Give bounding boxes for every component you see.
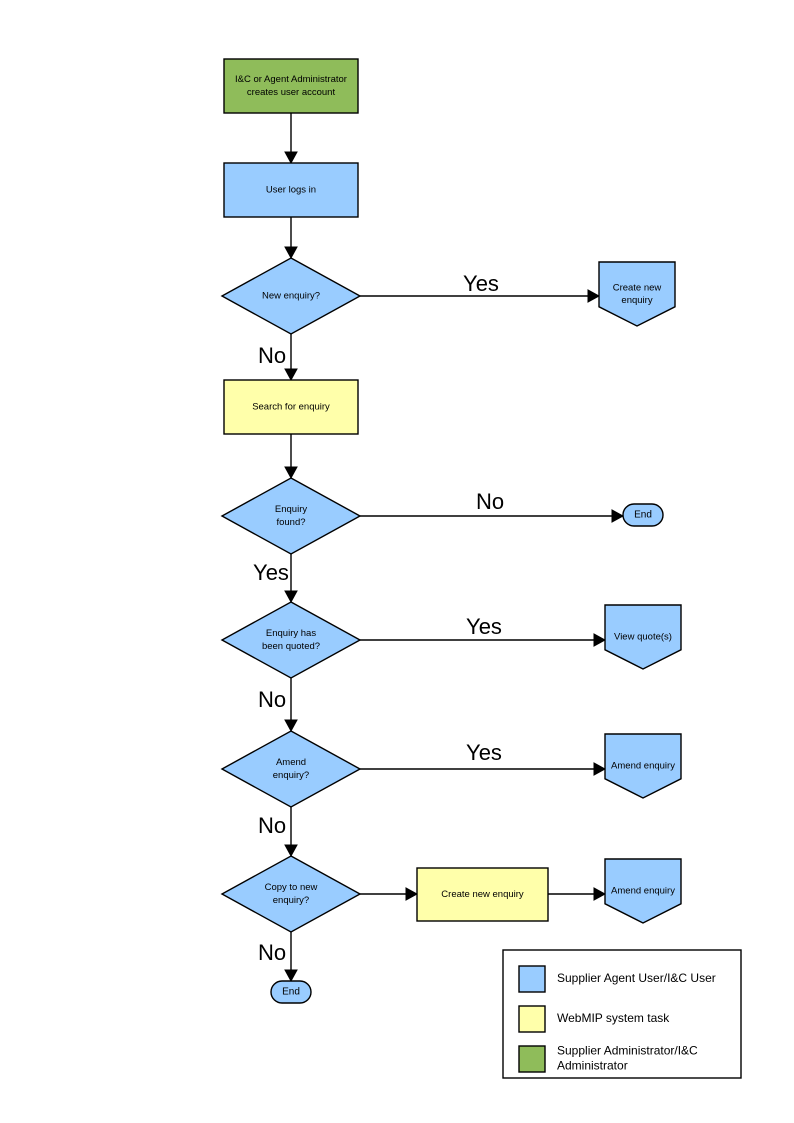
edge-label-label-newenquiry-yes: Yes bbox=[463, 271, 499, 296]
shape-rect bbox=[416, 867, 549, 922]
shape-diamond bbox=[220, 257, 362, 335]
connector-e-create-to-amend bbox=[548, 887, 607, 901]
shape-pentagon bbox=[604, 604, 682, 670]
node-create-new-enquiry-manual[interactable]: Create new enquiry bbox=[598, 261, 676, 327]
node-label-line: Enquiry has bbox=[266, 628, 316, 639]
node-label-line: been quoted? bbox=[262, 641, 320, 652]
connector-e-found-yes bbox=[284, 554, 298, 604]
shape-diamond bbox=[220, 601, 362, 679]
connector-e-newenquiry-yes bbox=[360, 289, 601, 303]
connector-e-search-to-found bbox=[284, 434, 298, 480]
legend-label: Administrator bbox=[557, 1059, 628, 1073]
shape-diamond bbox=[220, 730, 362, 808]
node-label-line: I&C or Agent Administrator bbox=[235, 74, 347, 85]
shape-rect bbox=[223, 379, 359, 435]
node-label-line: Copy to new bbox=[265, 882, 318, 893]
node-label-line: End bbox=[282, 987, 300, 998]
shape-terminator bbox=[622, 503, 664, 527]
node-enquiry-found-decision[interactable]: Enquiry found? bbox=[220, 477, 362, 555]
edge-label-label-copy-no: No bbox=[258, 940, 286, 965]
shape-pentagon bbox=[604, 858, 682, 924]
node-enquiry-quoted-decision[interactable]: Enquiry has been quoted? bbox=[220, 601, 362, 679]
shape-terminator bbox=[270, 980, 312, 1004]
node-new-enquiry-decision[interactable]: New enquiry? bbox=[220, 257, 362, 335]
node-label-line: User logs in bbox=[266, 185, 316, 196]
shape-rect bbox=[223, 162, 359, 218]
legend-label: Supplier Agent User/I&C User bbox=[557, 971, 716, 985]
connector-e-amend-yes bbox=[360, 762, 607, 776]
shape-diamond bbox=[220, 477, 362, 555]
node-label-line: New enquiry? bbox=[262, 291, 320, 302]
shape-rect bbox=[223, 58, 359, 114]
connector-e-copy-to-create bbox=[360, 887, 419, 901]
shape-diamond bbox=[220, 855, 362, 933]
connector-e-quoted-yes bbox=[360, 633, 607, 647]
edge-label-label-amend-yes: Yes bbox=[466, 740, 502, 765]
node-amend-enquiry-decision[interactable]: Amend enquiry? bbox=[220, 730, 362, 808]
connector-e-quoted-no bbox=[284, 678, 298, 733]
legend-swatch bbox=[518, 1045, 546, 1073]
node-label-line: Enquiry bbox=[275, 504, 307, 515]
nodes-layer: I&C or Agent Administrator creates user a… bbox=[220, 58, 682, 1004]
edge-label-label-found-yes: Yes bbox=[253, 560, 289, 585]
connector-e-amend-no bbox=[284, 807, 298, 858]
legend-swatch bbox=[518, 1005, 546, 1033]
node-label-line: enquiry bbox=[621, 295, 652, 306]
edges-layer bbox=[284, 113, 625, 983]
edge-label-label-quoted-yes: Yes bbox=[466, 614, 502, 639]
node-label-line: Amend enquiry bbox=[611, 886, 675, 897]
connector-e-copy-no-to-end bbox=[284, 932, 298, 983]
node-label-line: End bbox=[634, 510, 652, 521]
node-amend-enquiry-manual-1[interactable]: Amend enquiry bbox=[604, 733, 682, 799]
connector-e-login-to-newenquiry bbox=[284, 217, 298, 260]
node-label-line: enquiry? bbox=[273, 895, 309, 906]
node-label-line: Amend bbox=[276, 757, 306, 768]
connector-e-admin-to-login bbox=[284, 113, 298, 165]
node-view-quotes-manual[interactable]: View quote(s) bbox=[604, 604, 682, 670]
node-label-line: Search for enquiry bbox=[252, 402, 330, 413]
node-label-line: found? bbox=[276, 517, 305, 528]
connector-e-newenquiry-no bbox=[284, 334, 298, 382]
edge-label-label-newenquiry-no: No bbox=[258, 343, 286, 368]
node-label-line: creates user account bbox=[247, 87, 336, 98]
node-search-for-enquiry[interactable]: Search for enquiry bbox=[223, 379, 359, 435]
node-create-new-enquiry-system[interactable]: Create new enquiry bbox=[416, 867, 549, 922]
node-label-line: Create new bbox=[613, 282, 662, 293]
node-label-line: View quote(s) bbox=[614, 632, 672, 643]
node-label-line: enquiry? bbox=[273, 770, 309, 781]
node-end-terminator-top[interactable]: End bbox=[622, 503, 664, 527]
node-copy-to-new-enquiry-decision[interactable]: Copy to new enquiry? bbox=[220, 855, 362, 933]
node-admin-creates-account[interactable]: I&C or Agent Administrator creates user a… bbox=[223, 58, 359, 114]
node-label-line: Amend enquiry bbox=[611, 761, 675, 772]
shape-pentagon bbox=[598, 261, 676, 327]
edge-label-label-quoted-no: No bbox=[258, 687, 286, 712]
node-user-logs-in[interactable]: User logs in bbox=[223, 162, 359, 218]
legend-item-legend-webmip-system-task: WebMIP system task bbox=[518, 1005, 670, 1033]
connector-e-found-no bbox=[360, 509, 625, 523]
node-label-line: Create new enquiry bbox=[441, 889, 524, 900]
node-end-terminator-bottom[interactable]: End bbox=[270, 980, 312, 1004]
edge-label-label-amend-no: No bbox=[258, 813, 286, 838]
shape-pentagon bbox=[604, 733, 682, 799]
legend-item-legend-supplier-agent-user: Supplier Agent User/I&C User bbox=[518, 965, 716, 993]
legend-swatch bbox=[518, 965, 546, 993]
legend-label: WebMIP system task bbox=[557, 1011, 670, 1025]
edge-label-label-found-no: No bbox=[476, 489, 504, 514]
node-amend-enquiry-manual-2[interactable]: Amend enquiry bbox=[604, 858, 682, 924]
legend-label: Supplier Administrator/I&C bbox=[557, 1044, 698, 1058]
